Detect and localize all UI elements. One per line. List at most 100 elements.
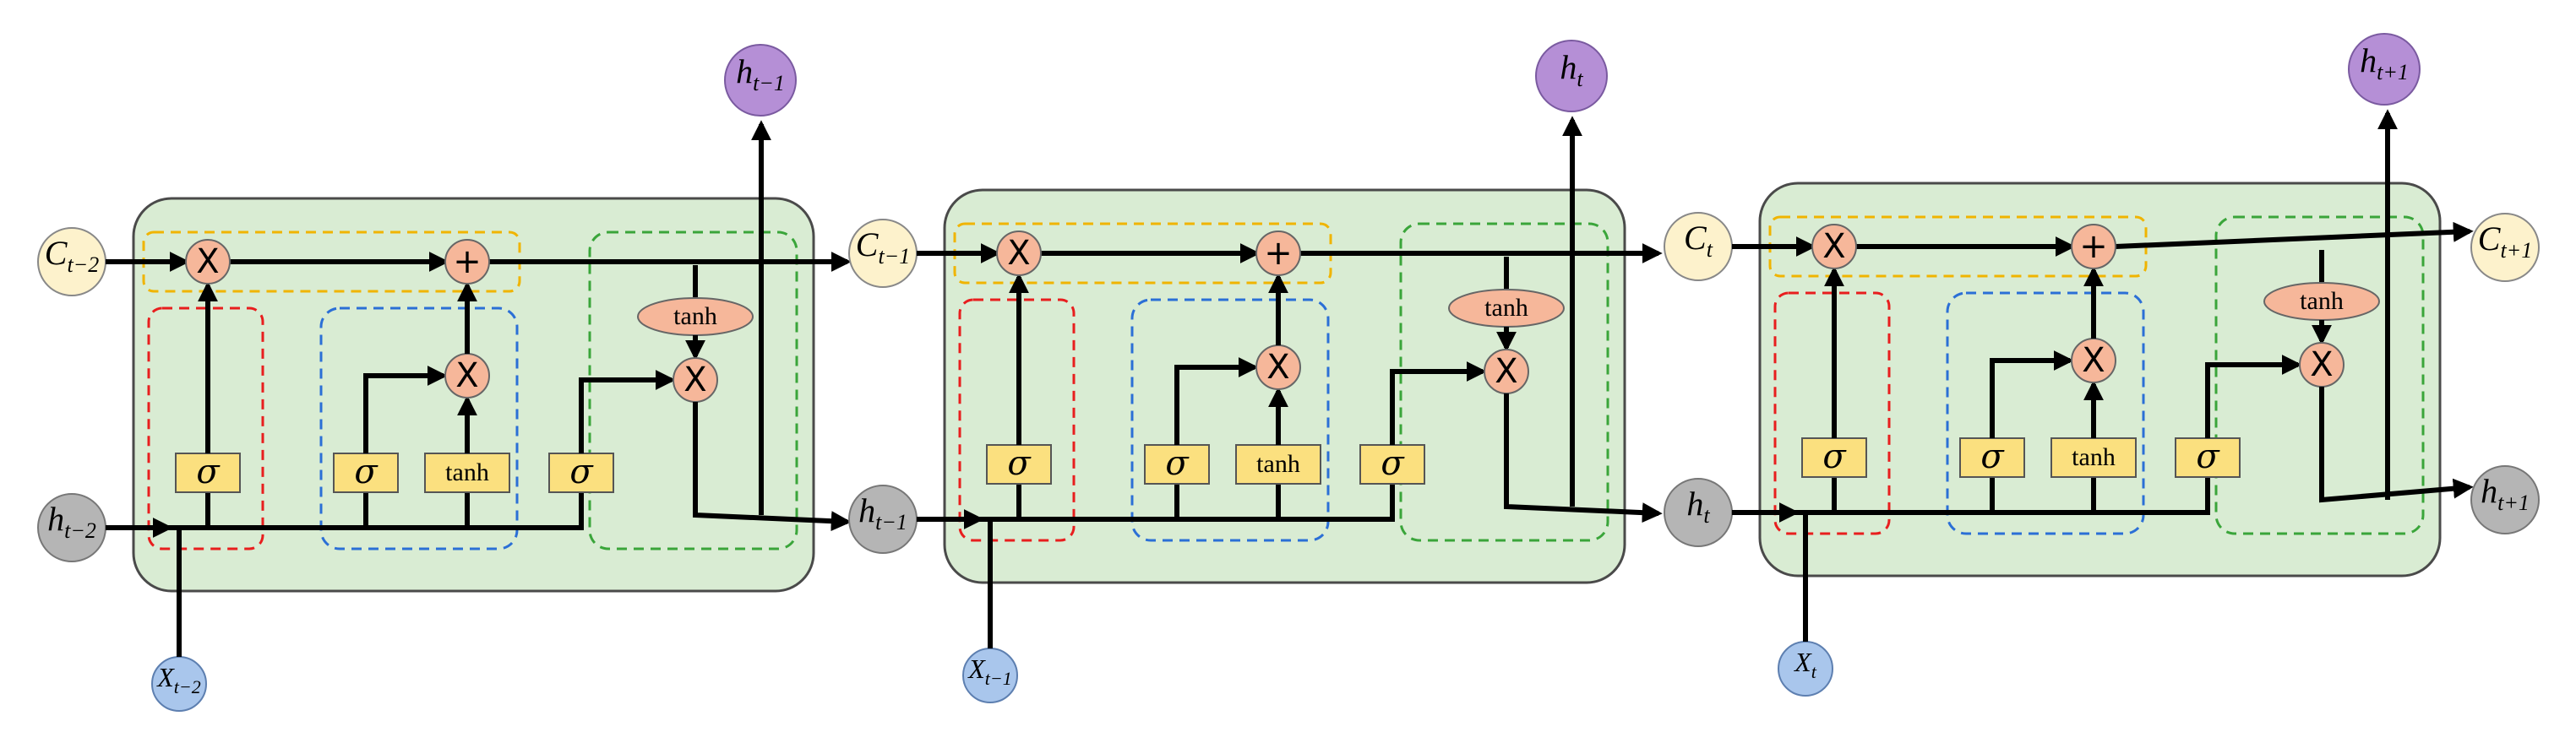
hidden-output-top-node: ht−1 — [724, 44, 797, 117]
hidden-output-top-node-circle — [724, 44, 797, 117]
input-x-node: Xt−2 — [151, 656, 207, 712]
input-gate-out — [363, 366, 448, 453]
hidden-state-input-node: ht−1 — [848, 485, 918, 554]
output-tanh: tanh — [1448, 289, 1565, 328]
candidate-tanh: tanh — [1235, 444, 1321, 485]
input-gate-sigma: σ — [333, 453, 399, 493]
forget-gate-sigma: σ — [1801, 437, 1867, 478]
forget-multiply-op-symbol: X — [1822, 227, 1845, 266]
input-x-node-label: Xt — [1793, 647, 1817, 682]
output-multiply-op: X — [2299, 342, 2345, 388]
input-gate-out — [1174, 357, 1259, 445]
forget-multiply-op: X — [996, 230, 1042, 276]
hidden-output-top-node-circle — [2348, 33, 2421, 106]
output-gate-out — [2205, 355, 2302, 438]
input-multiply-op: X — [1255, 344, 1301, 390]
cell-add-op-symbol: + — [453, 242, 482, 281]
cell-state-input-node-label: Ct−1 — [856, 225, 910, 268]
hidden-state-output-node-circle — [2470, 465, 2540, 534]
input-x-node-label: Xt−1 — [967, 654, 1012, 689]
cell-add-op-symbol: + — [2079, 227, 2108, 266]
output-tanh-label: tanh — [673, 302, 717, 330]
hidden-bus — [1795, 476, 2210, 515]
output-gate-region — [2214, 215, 2425, 535]
cell-state-input-node: Ct−2 — [37, 227, 106, 296]
output-gate-sigma-label: σ — [569, 453, 594, 491]
output-multiply-op-symbol: X — [2310, 345, 2333, 384]
hidden-output-top-node-circle — [1535, 40, 1608, 112]
input-gate-sigma: σ — [1959, 437, 2025, 478]
cell-state-output-node-circle — [2470, 213, 2540, 282]
cell-state-output-node-label: Ct+1 — [2478, 220, 2532, 263]
forget-multiply-op-symbol: X — [196, 242, 219, 281]
output-gate-region — [588, 230, 798, 550]
output-tanh: tanh — [637, 297, 754, 336]
input-multiply-op-symbol: X — [455, 356, 478, 395]
hidden-state-input-node: ht−2 — [37, 493, 106, 562]
output-multiply-op-symbol: X — [1495, 352, 1517, 391]
hidden-state-output-node: ht+1 — [2470, 465, 2540, 534]
input-multiply-op-symbol: X — [2082, 341, 2105, 380]
hidden-wire-out — [693, 402, 852, 532]
input-gate-region — [319, 306, 519, 550]
candidate-tanh-label: tanh — [2072, 443, 2116, 471]
forget-gate-sigma-label: σ — [1822, 437, 1847, 476]
forget-gate-sigma-label: σ — [196, 453, 221, 491]
forget-gate-sigma: σ — [175, 453, 241, 493]
input-gate-sigma-label: σ — [1980, 437, 2005, 476]
cell-state-output-node: Ct+1 — [2470, 213, 2540, 282]
forget-multiply-op: X — [185, 239, 231, 285]
candidate-tanh-label: tanh — [445, 458, 489, 486]
input-gate-sigma-label: σ — [1165, 444, 1190, 483]
forget-multiply-op-symbol: X — [1007, 234, 1030, 273]
cell-state-input-node: Ct−1 — [848, 219, 918, 288]
output-gate-sigma-label: σ — [2196, 437, 2220, 476]
hidden-state-input-node: ht — [1664, 478, 1733, 547]
hidden-state-output-node-label: ht+1 — [2481, 472, 2530, 515]
output-tanh-label: tanh — [2300, 287, 2344, 315]
forget-multiply-op: X — [1811, 224, 1857, 269]
input-x-node: Xt — [1778, 641, 1833, 697]
hidden-output-top-node-label: ht+1 — [2360, 41, 2409, 84]
output-gate-out — [1390, 361, 1487, 445]
input-gate-sigma: σ — [1144, 444, 1210, 485]
cell-add-op: + — [2071, 224, 2116, 269]
cell-add-op: + — [444, 239, 490, 285]
hidden-output-top-node: ht+1 — [2348, 33, 2421, 106]
input-gate-out — [1990, 350, 2074, 438]
output-gate-sigma: σ — [548, 453, 614, 493]
cell-state-input-node: Ct — [1664, 212, 1733, 281]
output-multiply-op-symbol: X — [683, 361, 706, 399]
cell-state-wire-out — [2115, 221, 2474, 249]
output-gate-out — [579, 370, 676, 453]
hidden-wire-out — [1504, 393, 1663, 523]
cell-state-input-node-label: Ct — [1684, 219, 1713, 262]
output-multiply-op: X — [673, 357, 718, 403]
input-multiply-op-symbol: X — [1266, 348, 1289, 387]
input-x-node-label: Xt−2 — [155, 662, 201, 697]
hidden-state-input-node-label: ht−1 — [858, 491, 907, 534]
candidate-tanh-label: tanh — [1256, 450, 1300, 478]
candidate-tanh: tanh — [2050, 437, 2137, 478]
hidden-output-top-node: ht — [1535, 40, 1608, 112]
input-gate-region — [1946, 291, 2145, 535]
input-multiply-op: X — [2071, 338, 2116, 383]
input-x-node: Xt−1 — [962, 648, 1018, 703]
forget-gate-sigma: σ — [986, 444, 1052, 485]
input-gate-sigma-label: σ — [354, 453, 379, 491]
hidden-output-top-node-label: ht — [1560, 48, 1583, 91]
hidden-bus — [169, 491, 584, 530]
forget-gate-sigma-label: σ — [1007, 444, 1032, 483]
output-gate-sigma: σ — [2175, 437, 2241, 478]
cell-add-op: + — [1255, 230, 1301, 276]
output-multiply-op: X — [1484, 349, 1529, 394]
hidden-wire-out — [2319, 387, 2474, 503]
input-gate-region — [1130, 298, 1330, 542]
output-tanh-label: tanh — [1484, 294, 1528, 322]
cell-state-input-node-label: Ct−2 — [45, 234, 99, 277]
hidden-state-input-node-label: ht−2 — [47, 500, 96, 543]
output-tanh: tanh — [2263, 282, 2380, 321]
output-gate-sigma-label: σ — [1381, 444, 1405, 483]
input-multiply-op: X — [444, 353, 490, 399]
